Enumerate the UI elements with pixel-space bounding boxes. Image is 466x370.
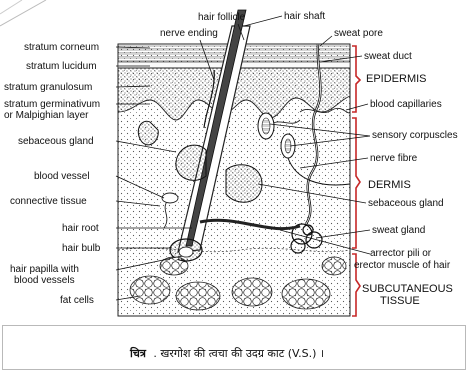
hair-papilla-shape bbox=[179, 247, 193, 257]
label-blood-capillaries: blood capillaries bbox=[370, 99, 442, 110]
label-stratum-granulosum: stratum granulosum bbox=[4, 82, 92, 93]
label-sweat-gland: sweat gland bbox=[372, 225, 425, 236]
label-blood-vessels: blood vessels bbox=[14, 275, 75, 286]
page-corner-lines bbox=[0, 0, 46, 26]
label-sweat-pore: sweat pore bbox=[334, 28, 383, 39]
label-nerve-fibre: nerve fibre bbox=[370, 153, 417, 164]
label-stratum-lucidum: stratum lucidum bbox=[26, 61, 97, 72]
label-sebaceous-gland-left: sebaceous gland bbox=[18, 136, 94, 147]
label-blood-vessel: blood vessel bbox=[34, 171, 90, 182]
zone-subcutaneous: SUBCUTANEOUS bbox=[362, 284, 453, 295]
label-erector-muscle: erector muscle of hair bbox=[354, 260, 450, 271]
caption-figure-tag: चित्र bbox=[130, 347, 146, 360]
zone-epidermis: EPIDERMIS bbox=[366, 74, 427, 85]
zone-brackets bbox=[352, 46, 360, 316]
label-hair-root: hair root bbox=[62, 223, 99, 234]
caption-text: . खरगोश की त्वचा की उदग्र काट (V.S.) । bbox=[153, 347, 324, 360]
label-hair-bulb: hair bulb bbox=[62, 243, 100, 254]
zone-tissue: TISSUE bbox=[380, 296, 420, 307]
label-arrector-pili: arrector pili or bbox=[370, 248, 431, 259]
label-sebaceous-gland-right: sebaceous gland bbox=[368, 198, 444, 209]
label-stratum-germinativum: stratum germinativum bbox=[4, 99, 100, 110]
label-hair-shaft: hair shaft bbox=[284, 11, 325, 22]
label-connective-tissue: connective tissue bbox=[10, 196, 87, 207]
epidermis-bracket bbox=[352, 46, 360, 112]
blood-vessel-shape bbox=[162, 193, 178, 203]
label-fat-cells: fat cells bbox=[60, 295, 94, 306]
label-nerve-ending: nerve ending bbox=[160, 28, 218, 39]
zone-dermis: DERMIS bbox=[368, 180, 411, 191]
label-sensory-corpuscles: sensory corpuscles bbox=[372, 130, 458, 141]
label-hair-follicle: hair follicle bbox=[198, 12, 245, 23]
label-hair-papilla: hair papilla with bbox=[10, 264, 79, 275]
label-sweat-duct: sweat duct bbox=[364, 51, 412, 62]
label-malpighian-layer: or Malpighian layer bbox=[4, 110, 89, 121]
figure-caption: चित्र . खरगोश की त्वचा की उदग्र काट (V.S… bbox=[130, 346, 324, 361]
label-stratum-corneum: stratum corneum bbox=[24, 42, 99, 53]
